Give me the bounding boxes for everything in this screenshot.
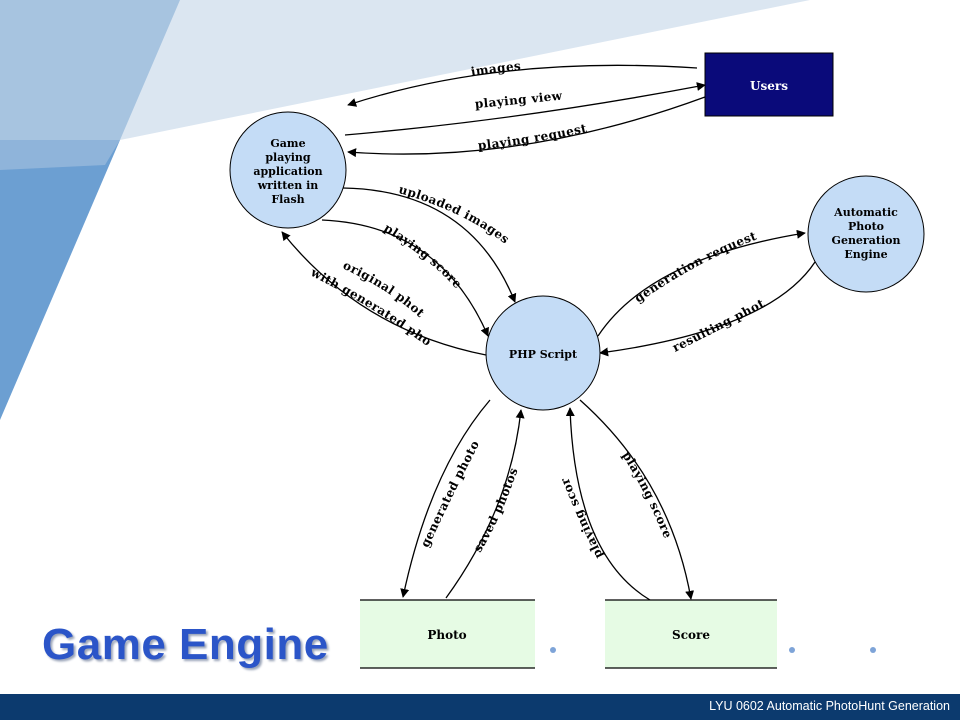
footer-text: LYU 0602 Automatic PhotoHunt Generation	[709, 699, 950, 713]
edge-resulting-photo	[599, 261, 816, 357]
node-users: Users	[704, 52, 834, 117]
store-photo-label: Photo	[427, 628, 466, 642]
edge-playing-request	[347, 96, 706, 158]
store-photo: Photo	[360, 599, 535, 669]
label-generation-request: generation request	[632, 229, 759, 306]
label-uploaded-images: uploaded images	[397, 182, 512, 246]
store-score: Score	[605, 599, 777, 669]
edge-playing-view	[344, 82, 706, 136]
edge-playing-score-write	[579, 399, 695, 600]
node-auto-engine: Automatic Photo Generation Engine	[807, 175, 925, 293]
edge-original-photo	[281, 231, 487, 356]
label-playing-score-upload: playing score	[382, 221, 465, 292]
label-saved-photos: saved photos	[470, 466, 520, 555]
node-php-script: PHP Script	[485, 295, 601, 411]
edge-images	[347, 64, 698, 107]
node-auto-engine-line-3: Generation	[832, 234, 901, 247]
decorative-dot	[550, 647, 556, 653]
node-game-app: Game playing application written in Flas…	[229, 111, 347, 229]
node-game-app-line-4: written in	[257, 179, 319, 192]
edge-playing-score-read	[565, 407, 651, 601]
edge-saved-photos	[445, 409, 525, 599]
label-playing-score-write: playing score	[619, 449, 675, 541]
edge-playing-score-upload	[321, 219, 489, 337]
diagram-edges	[281, 64, 816, 601]
label-images: images	[470, 59, 522, 79]
node-auto-engine-line-4: Engine	[844, 248, 887, 261]
decorative-dot	[789, 647, 795, 653]
label-playing-request: playing request	[477, 121, 588, 153]
store-score-label: Score	[672, 628, 710, 642]
node-auto-engine-line-1: Automatic	[833, 206, 898, 219]
label-playing-view: playing view	[474, 89, 563, 112]
node-game-app-line-2: playing	[265, 151, 311, 164]
node-users-label: Users	[750, 79, 788, 93]
node-auto-engine-line-2: Photo	[848, 220, 884, 233]
node-game-app-line-5: Flash	[271, 193, 304, 206]
node-game-app-line-1: Game	[270, 137, 305, 150]
edge-uploaded-images	[342, 187, 517, 303]
node-game-app-line-3: application	[253, 165, 322, 178]
edge-generation-request	[597, 229, 806, 337]
slide-title: Game Engine	[42, 620, 329, 669]
decorative-dot	[870, 647, 876, 653]
footer-bar: LYU 0602 Automatic PhotoHunt Generation	[0, 694, 960, 720]
label-generated-photo: generated photo	[418, 438, 482, 549]
background-decoration	[0, 0, 810, 420]
edge-generated-photo	[400, 399, 491, 598]
node-php-script-label: PHP Script	[509, 348, 578, 361]
